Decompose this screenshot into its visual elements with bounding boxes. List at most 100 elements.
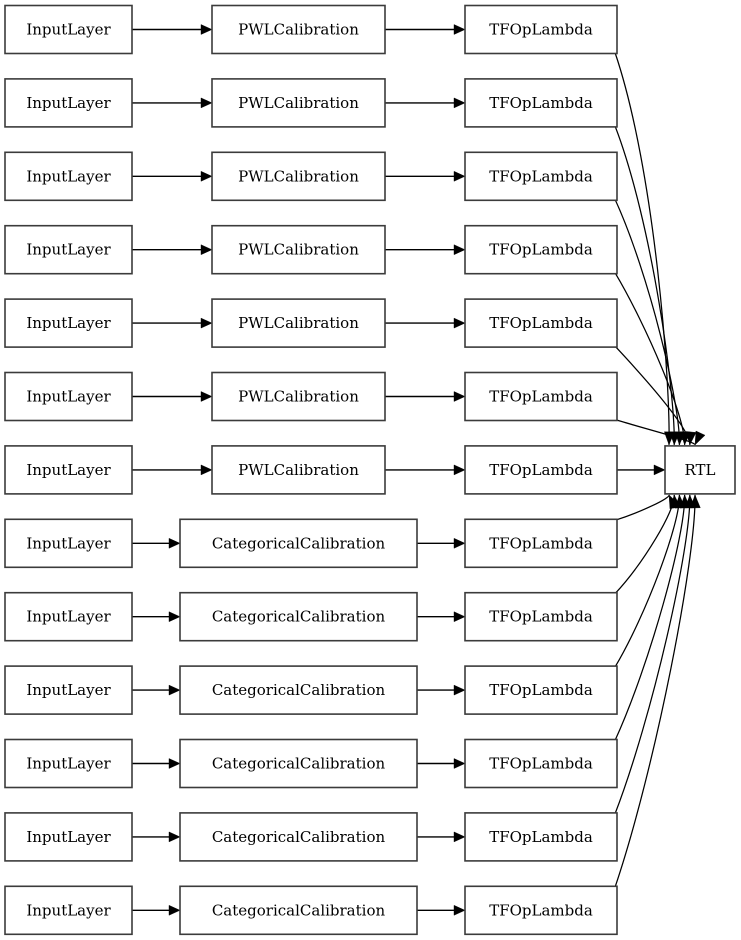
node-pwl-calibration-label: PWLCalibration: [238, 21, 359, 39]
edge-calibration-to-lambda-8: [417, 537, 466, 549]
node-tf-op-lambda-3[interactable]: TFOpLambda: [464, 151, 618, 202]
edge-calibration-to-lambda-1-head: [453, 24, 466, 35]
node-input-layer-12[interactable]: InputLayer: [4, 812, 133, 862]
node-tf-op-lambda-7[interactable]: TFOpLambda: [464, 445, 618, 495]
node-categorical-calibration-13[interactable]: CategoricalCalibration: [179, 885, 418, 936]
node-tf-op-lambda-13[interactable]: TFOpLambda: [464, 885, 618, 936]
node-input-layer-label: InputLayer: [26, 167, 111, 185]
node-input-layer-rect: [4, 78, 133, 128]
edge-calibration-to-lambda-11-head: [453, 758, 466, 769]
edge-input-to-calibration-10: [132, 684, 181, 696]
node-tf-op-lambda-label: TFOpLambda: [489, 167, 593, 185]
edge-input-to-calibration-5: [132, 317, 213, 329]
edge-calibration-to-lambda-12-head: [453, 831, 466, 843]
edge-lambda-to-output-1-line: [614, 52, 670, 445]
node-categorical-calibration-8[interactable]: CategoricalCalibration: [179, 518, 418, 569]
node-tf-op-lambda-8[interactable]: TFOpLambda: [464, 518, 618, 569]
node-tf-op-lambda-11[interactable]: TFOpLambda: [464, 738, 618, 789]
edge-calibration-to-lambda-10: [417, 684, 466, 696]
node-input-layer-rect: [4, 4, 133, 55]
node-categorical-calibration-12[interactable]: CategoricalCalibration: [179, 812, 418, 862]
node-categorical-calibration-rect: [179, 665, 418, 715]
edge-input-to-calibration-6-head: [200, 391, 213, 402]
node-categorical-calibration-9[interactable]: CategoricalCalibration: [179, 591, 418, 642]
node-input-layer-13[interactable]: InputLayer: [4, 885, 133, 936]
node-input-layer-label: InputLayer: [26, 314, 111, 332]
node-tf-op-lambda-rect: [464, 885, 618, 936]
node-pwl-calibration-3[interactable]: PWLCalibration: [211, 151, 386, 202]
node-input-layer-10[interactable]: InputLayer: [4, 665, 133, 715]
node-tf-op-lambda-2[interactable]: TFOpLambda: [464, 78, 618, 128]
node-pwl-calibration-5[interactable]: PWLCalibration: [211, 298, 386, 348]
node-tf-op-lambda-5[interactable]: TFOpLambda: [464, 298, 618, 348]
node-input-layer-3[interactable]: InputLayer: [4, 151, 133, 202]
node-input-layer-rect: [4, 738, 133, 789]
node-tf-op-lambda-1[interactable]: TFOpLambda: [464, 4, 618, 55]
node-categorical-calibration-label: CategoricalCalibration: [212, 828, 386, 846]
node-input-layer-11[interactable]: InputLayer: [4, 738, 133, 789]
node-categorical-calibration-11[interactable]: CategoricalCalibration: [179, 738, 418, 789]
node-pwl-calibration-rect: [211, 298, 386, 348]
node-pwl-calibration-rect: [211, 4, 386, 55]
node-tf-op-lambda-rect: [464, 4, 618, 55]
node-input-layer-label: InputLayer: [26, 608, 111, 626]
node-input-layer-7[interactable]: InputLayer: [4, 445, 133, 495]
edge-calibration-to-lambda-13: [417, 904, 466, 916]
edge-calibration-to-lambda-6-head: [453, 391, 466, 402]
node-tf-op-lambda-9[interactable]: TFOpLambda: [464, 591, 618, 642]
edge-calibration-to-lambda-9: [417, 611, 466, 623]
node-categorical-calibration-label: CategoricalCalibration: [212, 755, 386, 773]
node-input-layer-5[interactable]: InputLayer: [4, 298, 133, 348]
edges-layer: [132, 24, 706, 916]
edge-lambda-to-output-3: [614, 199, 686, 446]
edge-input-to-calibration-12-head: [168, 831, 181, 843]
node-tf-op-lambda-4[interactable]: TFOpLambda: [464, 224, 618, 275]
node-tf-op-lambda-label: TFOpLambda: [489, 388, 593, 406]
edge-calibration-to-lambda-4-head: [453, 244, 466, 256]
node-pwl-calibration-2[interactable]: PWLCalibration: [211, 78, 386, 128]
edge-calibration-to-lambda-6: [385, 391, 466, 402]
node-tf-op-lambda-label: TFOpLambda: [489, 461, 593, 479]
edge-input-to-calibration-6: [132, 391, 213, 402]
edge-calibration-to-lambda-13-head: [453, 904, 466, 916]
edge-input-to-calibration-1: [132, 24, 213, 35]
edge-lambda-to-output-12-line: [614, 494, 691, 815]
edge-input-to-calibration-8: [132, 537, 181, 549]
edge-input-to-calibration-3: [132, 170, 213, 182]
node-tf-op-lambda-rect: [464, 151, 618, 202]
node-tf-op-lambda-rect: [464, 224, 618, 275]
node-categorical-calibration-rect: [179, 812, 418, 862]
node-tf-op-lambda-label: TFOpLambda: [489, 828, 593, 846]
node-pwl-calibration-4[interactable]: PWLCalibration: [211, 224, 386, 275]
node-tf-op-lambda-6[interactable]: TFOpLambda: [464, 371, 618, 422]
node-pwl-calibration-label: PWLCalibration: [238, 167, 359, 185]
node-input-layer-rect: [4, 518, 133, 569]
node-input-layer-label: InputLayer: [26, 461, 111, 479]
node-input-layer-8[interactable]: InputLayer: [4, 518, 133, 569]
node-input-layer-4[interactable]: InputLayer: [4, 224, 133, 275]
node-rtl-output-label: RTL: [685, 461, 716, 479]
node-input-layer-6[interactable]: InputLayer: [4, 371, 133, 422]
node-rtl-output[interactable]: RTL: [664, 445, 736, 495]
node-pwl-calibration-6[interactable]: PWLCalibration: [211, 371, 386, 422]
node-pwl-calibration-rect: [211, 224, 386, 275]
node-input-layer-2[interactable]: InputLayer: [4, 78, 133, 128]
node-input-layer-label: InputLayer: [26, 901, 111, 919]
node-input-layer-1[interactable]: InputLayer: [4, 4, 133, 55]
edge-lambda-to-output-6-head: [694, 430, 706, 446]
node-categorical-calibration-rect: [179, 591, 418, 642]
node-pwl-calibration-7[interactable]: PWLCalibration: [211, 445, 386, 495]
node-tf-op-lambda-10[interactable]: TFOpLambda: [464, 665, 618, 715]
node-tf-op-lambda-rect: [464, 665, 618, 715]
node-input-layer-rect: [4, 224, 133, 275]
edge-lambda-to-output-7: [617, 464, 666, 476]
node-input-layer-label: InputLayer: [26, 241, 111, 259]
edge-input-to-calibration-11: [132, 758, 181, 769]
edge-calibration-to-lambda-1: [385, 24, 466, 35]
node-tf-op-lambda-12[interactable]: TFOpLambda: [464, 812, 618, 862]
node-categorical-calibration-10[interactable]: CategoricalCalibration: [179, 665, 418, 715]
node-input-layer-9[interactable]: InputLayer: [4, 591, 133, 642]
node-pwl-calibration-1[interactable]: PWLCalibration: [211, 4, 386, 55]
edge-input-to-calibration-13-head: [168, 904, 181, 916]
node-tf-op-lambda-label: TFOpLambda: [489, 21, 593, 39]
